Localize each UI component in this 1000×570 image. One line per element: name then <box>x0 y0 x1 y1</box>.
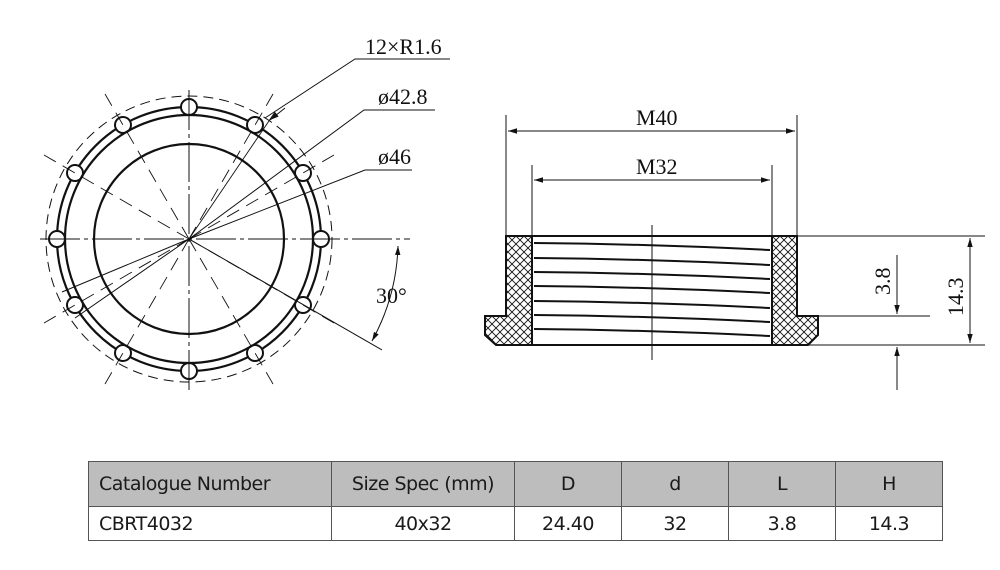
inner-thread-label: M32 <box>636 154 678 179</box>
table-row: CBRT4032 40x32 24.40 32 3.8 14.3 <box>88 506 943 541</box>
flange-height-label: 3.8 <box>870 268 895 296</box>
cell-l: 3.8 <box>728 506 836 541</box>
inner-diameter-label: ø42.8 <box>378 84 428 109</box>
technical-drawing: 12×R1.6 ø42.8 ø46 30° <box>40 34 985 390</box>
radius-callout-label: 12×R1.6 <box>365 34 442 59</box>
cell-d-lower: 32 <box>621 506 729 541</box>
header-catalogue-number: Catalogue Number <box>88 461 332 507</box>
total-height-label: 14.3 <box>943 278 968 317</box>
header-size-spec: Size Spec (mm) <box>331 461 515 507</box>
cell-d-upper: 24.40 <box>514 506 622 541</box>
outer-thread-label: M40 <box>636 105 678 130</box>
front-view <box>40 58 450 390</box>
side-view <box>484 115 985 390</box>
angle-label: 30° <box>376 283 407 308</box>
spec-table: Catalogue Number Size Spec (mm) D d L H … <box>88 461 943 541</box>
header-d-upper: D <box>514 461 622 507</box>
header-h: H <box>835 461 943 507</box>
cell-size-spec: 40x32 <box>331 506 515 541</box>
table-header-row: Catalogue Number Size Spec (mm) D d L H <box>88 461 943 507</box>
cell-catalogue-number: CBRT4032 <box>88 506 332 541</box>
header-d-lower: d <box>621 461 729 507</box>
header-l: L <box>728 461 836 507</box>
outer-diameter-label: ø46 <box>378 144 411 169</box>
cell-h: 14.3 <box>835 506 943 541</box>
